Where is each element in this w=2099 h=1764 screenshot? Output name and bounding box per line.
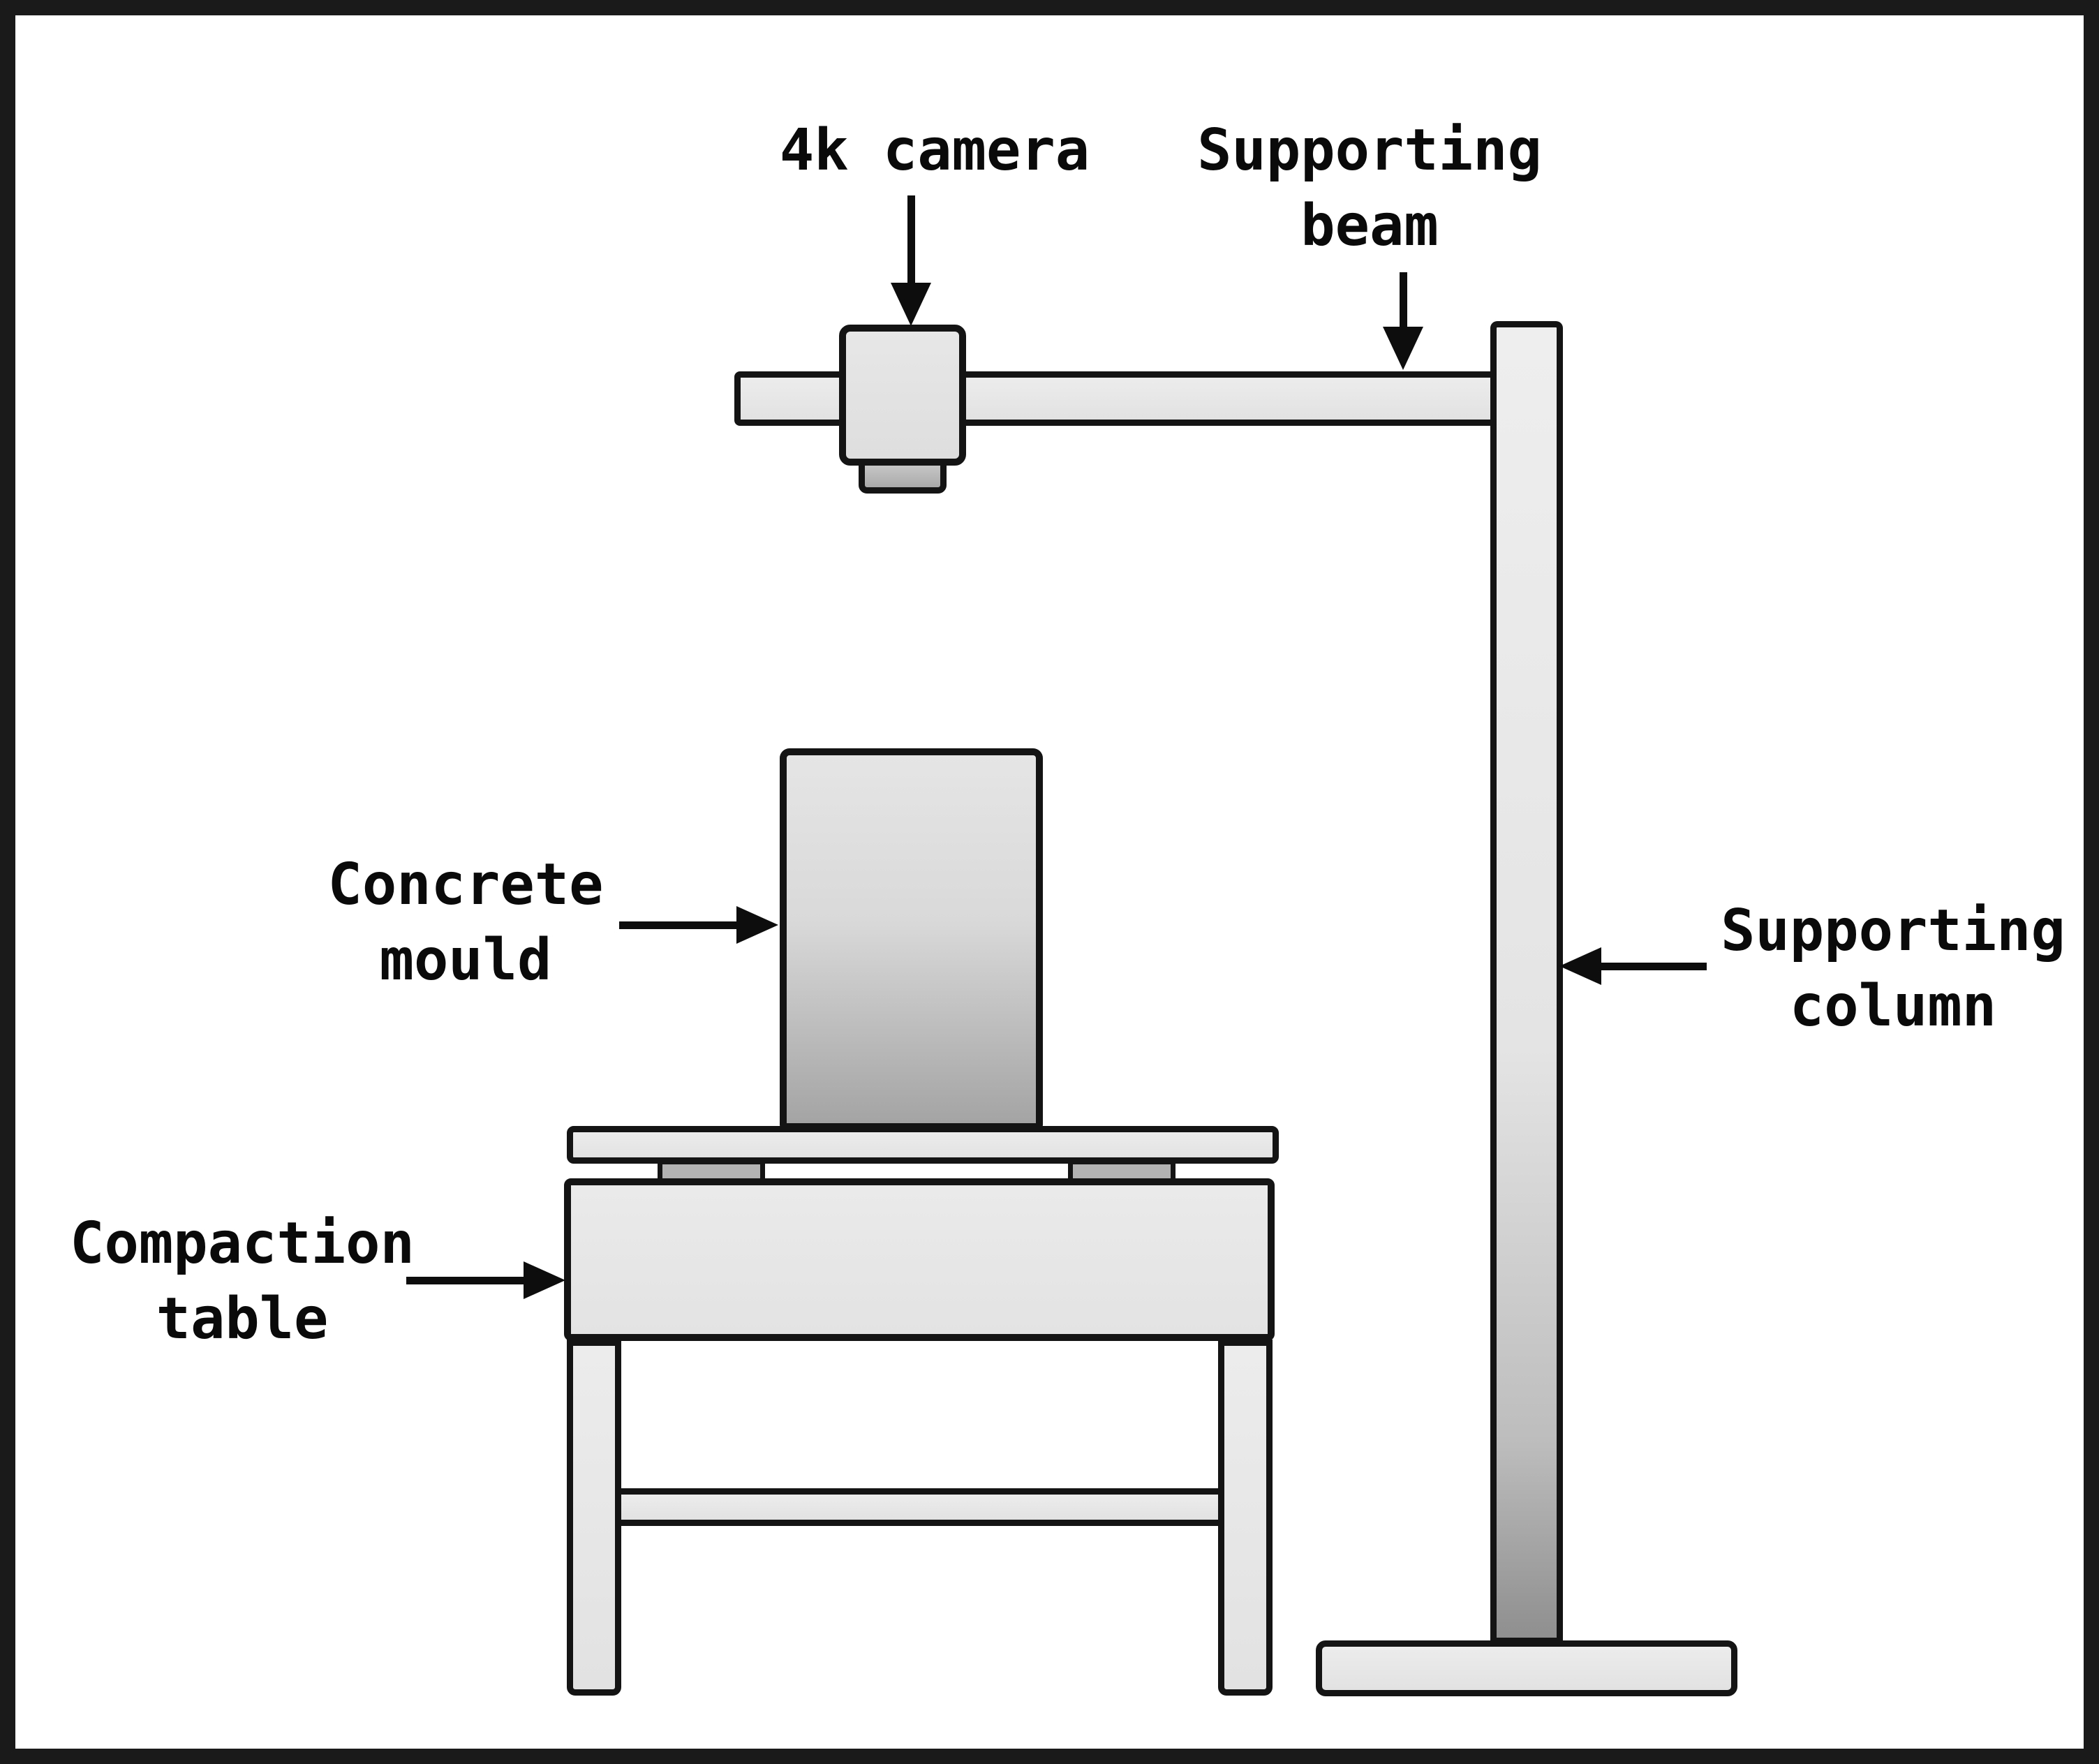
mould-label-line1: Concrete (327, 852, 604, 918)
arrow-down-icon (1383, 327, 1423, 370)
table-label-line2: table (156, 1286, 329, 1352)
mould-label-line2: mould (379, 927, 552, 993)
arrow-right-icon (524, 1261, 565, 1299)
column-arrow-line (1599, 963, 1707, 970)
camera-label-line: 4k camera (779, 117, 1090, 184)
beam-arrow-line (1400, 272, 1407, 329)
mould-label: Concrete mould (328, 847, 604, 998)
arrow-right-icon (736, 906, 778, 944)
arrow-down-icon (891, 283, 931, 326)
table-crossbar-shape (612, 1488, 1226, 1526)
column-label-line2: column (1789, 973, 1997, 1039)
camera-arrow-line (907, 195, 915, 286)
camera-label: 4k camera (780, 113, 1090, 188)
column-label-line1: Supporting (1721, 898, 2065, 964)
column-base-shape (1316, 1640, 1737, 1696)
camera-body-shape (839, 325, 966, 466)
compaction-table-body-shape (564, 1178, 1275, 1341)
supporting-column-shape (1490, 321, 1563, 1644)
table-label: Compaction table (70, 1206, 415, 1357)
table-label-line1: Compaction (70, 1210, 415, 1277)
table-leg-right-shape (1218, 1340, 1273, 1696)
concrete-mould-shape (780, 748, 1043, 1130)
table-top-plate-shape (567, 1126, 1279, 1164)
column-label: Supporting column (1721, 894, 2065, 1044)
mould-arrow-line (619, 921, 745, 929)
beam-label-line2: beam (1300, 193, 1439, 259)
beam-label-line1: Supporting (1197, 117, 1542, 184)
table-leg-left-shape (567, 1340, 621, 1696)
arrow-left-icon (1559, 947, 1601, 985)
beam-label: Supporting beam (1197, 113, 1542, 264)
table-arrow-line (406, 1277, 528, 1284)
